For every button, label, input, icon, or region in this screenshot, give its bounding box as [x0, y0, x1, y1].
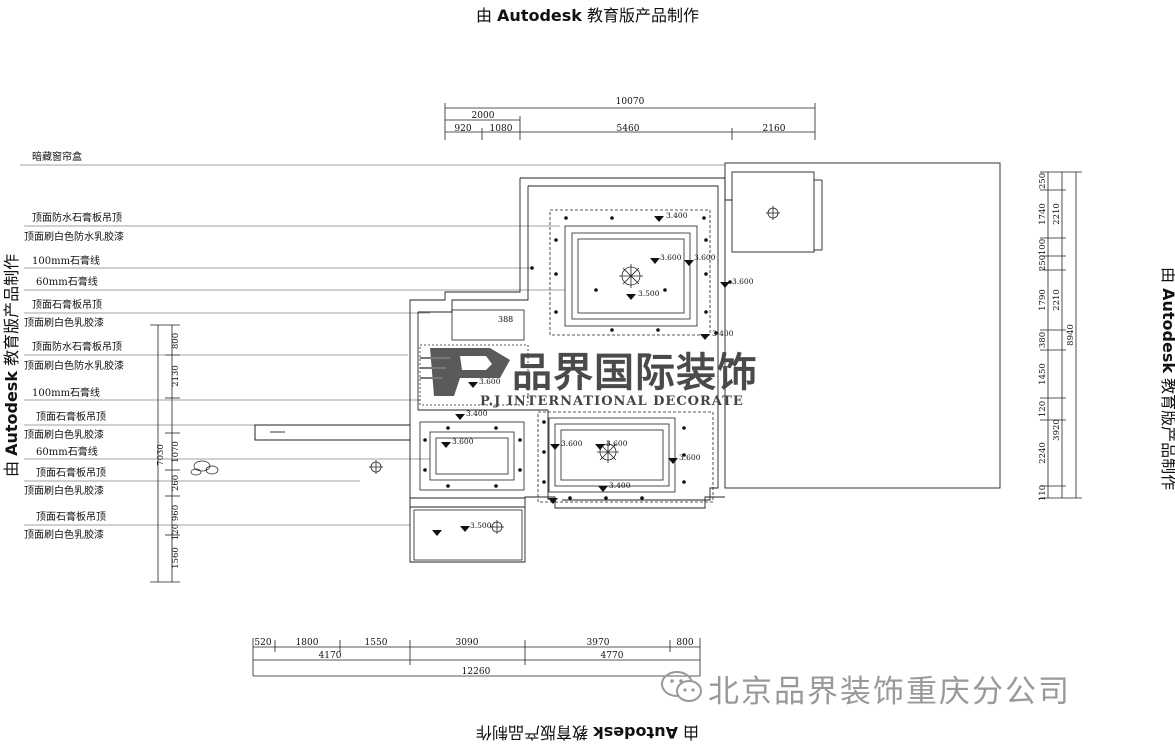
dim-right-1740: 1740 [1038, 203, 1048, 225]
label-388: 388 [498, 315, 513, 324]
floor-plan-walls [254, 162, 1001, 563]
dim-left-960: 960 [171, 505, 181, 521]
note-13: 顶面石膏板吊顶 [36, 466, 106, 479]
dim-right-250b: 250 [1038, 255, 1048, 271]
level-11: 3.600 [606, 439, 628, 448]
level-1: 3.400 [666, 211, 688, 220]
dim-right-2240: 2240 [1038, 442, 1048, 464]
note-curtain-box: 暗藏窗帘盒 [32, 150, 82, 163]
dim-right-2210b: 2210 [1052, 289, 1062, 311]
level-13: 3.400 [609, 481, 631, 490]
level-8: 3.400 [466, 409, 488, 418]
level-14: 3.500 [470, 521, 492, 530]
annotation-notes: 暗藏窗帘盒 顶面防水石膏板吊顶 顶面刷白色防水乳胶漆 100mm石膏线 60mm… [20, 150, 725, 541]
note-9: 100mm石膏线 [32, 386, 100, 399]
note-8: 顶面刷白色防水乳胶漆 [24, 359, 124, 372]
brand-name-cn: 品界国际装饰 [512, 350, 758, 396]
note-6: 顶面刷白色乳胶漆 [24, 316, 104, 329]
dim-right-2210a: 2210 [1052, 203, 1062, 225]
dim-bottom-520: 520 [254, 638, 271, 648]
dim-top-1080: 1080 [490, 124, 513, 134]
dim-left-1070: 1070 [171, 441, 181, 463]
dim-left-7030: 7030 [156, 444, 166, 466]
dim-top-total: 10070 [616, 97, 645, 107]
level-10: 3.600 [561, 439, 583, 448]
left-dimensions: 800 2130 7030 1070 260 960 120 1560 [150, 324, 181, 583]
dim-top-2000: 2000 [472, 111, 495, 121]
dim-bottom-4770: 4770 [601, 651, 624, 661]
light-fixtures [369, 206, 780, 534]
dim-top-5460: 5460 [617, 124, 640, 134]
note-12: 60mm石膏线 [36, 445, 98, 458]
note-1: 顶面防水石膏板吊顶 [32, 211, 122, 224]
dim-left-1560: 1560 [171, 547, 181, 569]
dim-top-920: 920 [454, 124, 471, 134]
level-2: 3.600 [660, 253, 682, 262]
dim-right-total: 8940 [1066, 324, 1076, 346]
level-9: 3.600 [452, 437, 474, 446]
dim-right-3920: 3920 [1052, 419, 1062, 441]
note-4: 60mm石膏线 [36, 275, 98, 288]
watermark-top: 由 Autodesk 教育版产品制作 [475, 6, 700, 25]
dim-bottom-4170: 4170 [319, 651, 342, 661]
dim-right-120: 120 [1038, 401, 1048, 417]
dim-bottom-800: 800 [676, 638, 693, 648]
brand-watermark: 品界国际装饰 P.J INTERNATIONAL DECORATE [420, 338, 780, 409]
level-7: 3.600 [479, 377, 501, 386]
note-14: 顶面刷白色乳胶漆 [24, 484, 104, 497]
dim-bottom-1550: 1550 [365, 638, 388, 648]
dim-left-2130: 2130 [171, 365, 181, 387]
note-5: 顶面石膏板吊顶 [32, 298, 102, 311]
level-12: 3.600 [679, 453, 701, 462]
note-15: 顶面石膏板吊顶 [36, 510, 106, 523]
wechat-icon [661, 671, 702, 702]
dim-bottom-total: 12260 [462, 667, 491, 677]
level-4: 3.500 [638, 289, 660, 298]
company-name: 北京品界装饰重庆分公司 [708, 674, 1071, 710]
note-3: 100mm石膏线 [32, 254, 100, 267]
dim-bottom-3090: 3090 [456, 638, 479, 648]
dim-bottom-1800: 1800 [296, 638, 319, 648]
downlight-dots [423, 216, 732, 500]
level-3: 3.600 [694, 253, 716, 262]
plant-symbol [190, 460, 219, 476]
dim-top-2160: 2160 [763, 124, 786, 134]
note-16: 顶面刷白色乳胶漆 [24, 528, 104, 541]
dim-right-100: 100 [1038, 239, 1048, 255]
dim-right-1450: 1450 [1038, 363, 1048, 385]
note-10: 顶面石膏板吊顶 [36, 410, 106, 423]
note-11: 顶面刷白色乳胶漆 [24, 428, 104, 441]
elevation-markers: 3.400 3.600 3.600 3.500 3.600 3.400 3.60… [432, 211, 754, 536]
dim-right-1790: 1790 [1038, 289, 1048, 311]
top-dimensions: 10070 2000 920 1080 5460 2160 [444, 97, 816, 140]
dim-right-110: 110 [1038, 485, 1048, 501]
brand-name-en: P.J INTERNATIONAL DECORATE [480, 394, 744, 409]
dim-left-120: 120 [171, 524, 181, 540]
company-watermark: 北京品界装饰重庆分公司 [660, 664, 1140, 710]
brand-logo-icon [420, 348, 510, 396]
right-dimensions: 250 1740 2210 100 250 1790 2210 380 1450… [1038, 171, 1082, 501]
note-2: 顶面刷白色防水乳胶漆 [24, 230, 124, 243]
dim-bottom-3970: 3970 [587, 638, 610, 648]
ceiling-features [413, 209, 714, 561]
level-6: 3.400 [712, 329, 734, 338]
dim-right-250a: 250 [1038, 173, 1048, 189]
dim-left-260: 260 [171, 475, 181, 491]
dim-left-800: 800 [171, 333, 181, 349]
bottom-dimensions: 520 1800 1550 3090 3970 800 4170 4770 12… [252, 638, 701, 677]
note-7: 顶面防水石膏板吊顶 [32, 340, 122, 353]
level-5: 3.600 [732, 277, 754, 286]
dim-right-380: 380 [1038, 332, 1048, 348]
